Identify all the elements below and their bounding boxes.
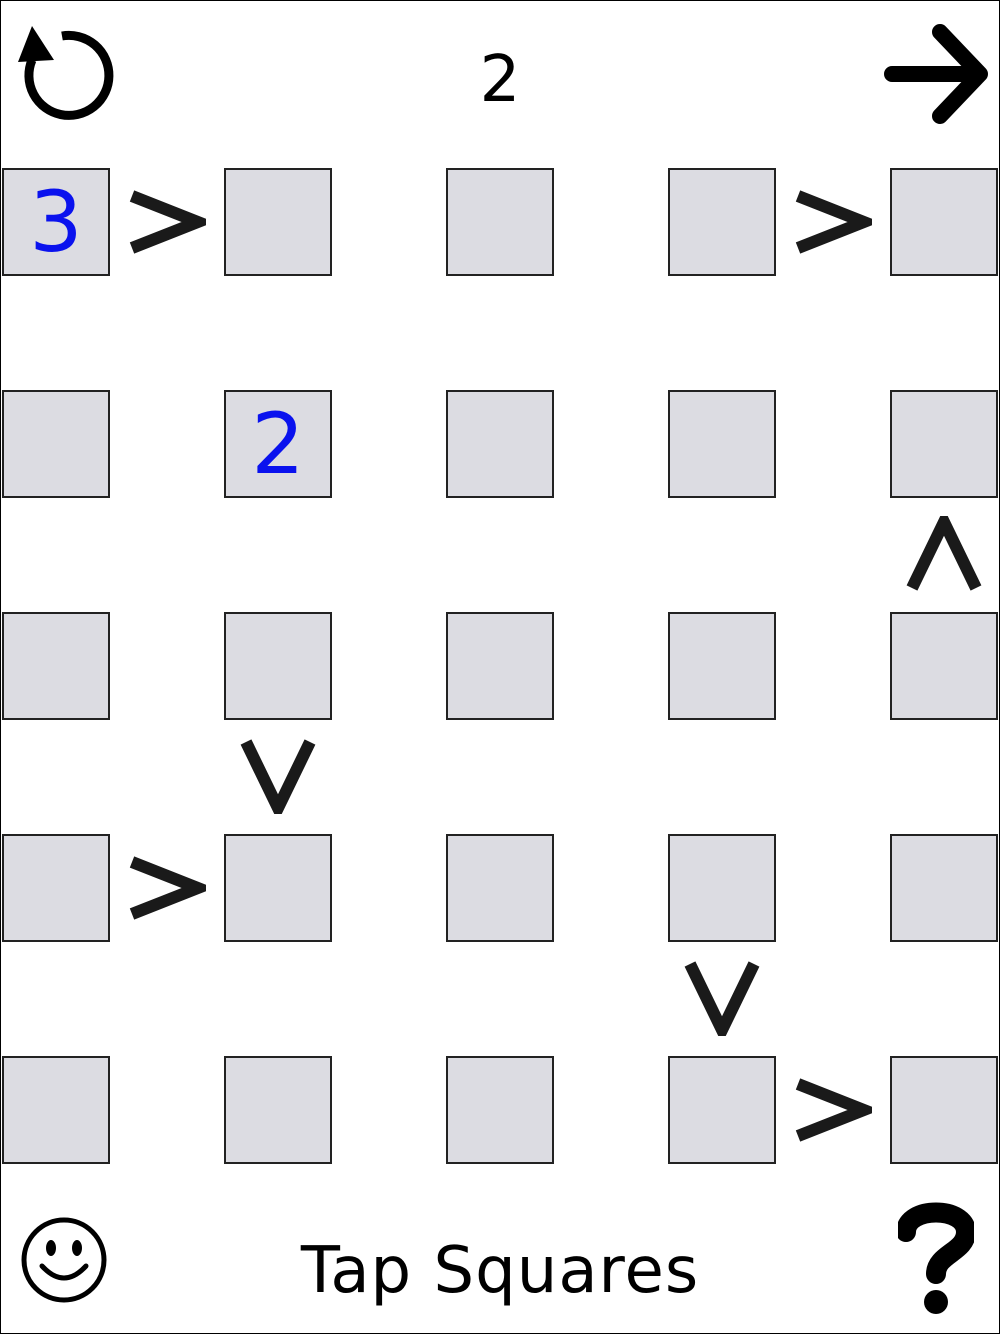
board-cell-r4-c4[interactable] bbox=[668, 834, 776, 942]
down-less-than-sign bbox=[684, 961, 760, 1036]
board-cell-r3-c2[interactable] bbox=[224, 612, 332, 720]
board-cell-r3-c1[interactable] bbox=[2, 612, 110, 720]
smiley-icon bbox=[21, 1217, 107, 1303]
down-less-than-sign bbox=[240, 739, 316, 814]
board-cell-r2-c4[interactable] bbox=[668, 390, 776, 498]
board-cell-r3-c3[interactable] bbox=[446, 612, 554, 720]
restart-icon bbox=[18, 26, 114, 120]
greater-than-sign bbox=[795, 1078, 872, 1142]
help-button[interactable] bbox=[896, 1202, 977, 1318]
board-cell-r1-c4[interactable] bbox=[668, 168, 776, 276]
restart-button[interactable] bbox=[14, 24, 114, 128]
instruction-text: Tap Squares bbox=[300, 1234, 700, 1308]
greater-than-sign bbox=[129, 856, 206, 920]
board-cell-r2-c2[interactable]: 2 bbox=[224, 390, 332, 498]
board-cell-r4-c1[interactable] bbox=[2, 834, 110, 942]
hint-button[interactable] bbox=[20, 1216, 108, 1304]
board-cell-r1-c2[interactable] bbox=[224, 168, 332, 276]
board-cell-r2-c1[interactable] bbox=[2, 390, 110, 498]
greater-than-sign bbox=[129, 190, 206, 254]
board-cell-r5-c3[interactable] bbox=[446, 1056, 554, 1164]
board-cell-r4-c2[interactable] bbox=[224, 834, 332, 942]
board-cell-r5-c2[interactable] bbox=[224, 1056, 332, 1164]
board-cell-r1-c5[interactable] bbox=[890, 168, 998, 276]
board-cell-r1-c1[interactable]: 3 bbox=[2, 168, 110, 276]
board-cell-r3-c5[interactable] bbox=[890, 612, 998, 720]
board-cell-r1-c3[interactable] bbox=[446, 168, 554, 276]
board-cell-r5-c4[interactable] bbox=[668, 1056, 776, 1164]
arrow-right-icon bbox=[884, 24, 988, 124]
board-cell-r2-c5[interactable] bbox=[890, 390, 998, 498]
board-cell-r2-c3[interactable] bbox=[446, 390, 554, 498]
next-level-button[interactable] bbox=[884, 22, 990, 126]
question-mark-icon bbox=[896, 1202, 977, 1314]
board-cell-r4-c3[interactable] bbox=[446, 834, 554, 942]
board-cell-r5-c5[interactable] bbox=[890, 1056, 998, 1164]
up-less-than-sign bbox=[906, 516, 982, 591]
board-cell-r4-c5[interactable] bbox=[890, 834, 998, 942]
board-cell-r3-c4[interactable] bbox=[668, 612, 776, 720]
greater-than-sign bbox=[795, 190, 872, 254]
board-cell-r5-c1[interactable] bbox=[2, 1056, 110, 1164]
level-number: 2 bbox=[479, 43, 521, 117]
